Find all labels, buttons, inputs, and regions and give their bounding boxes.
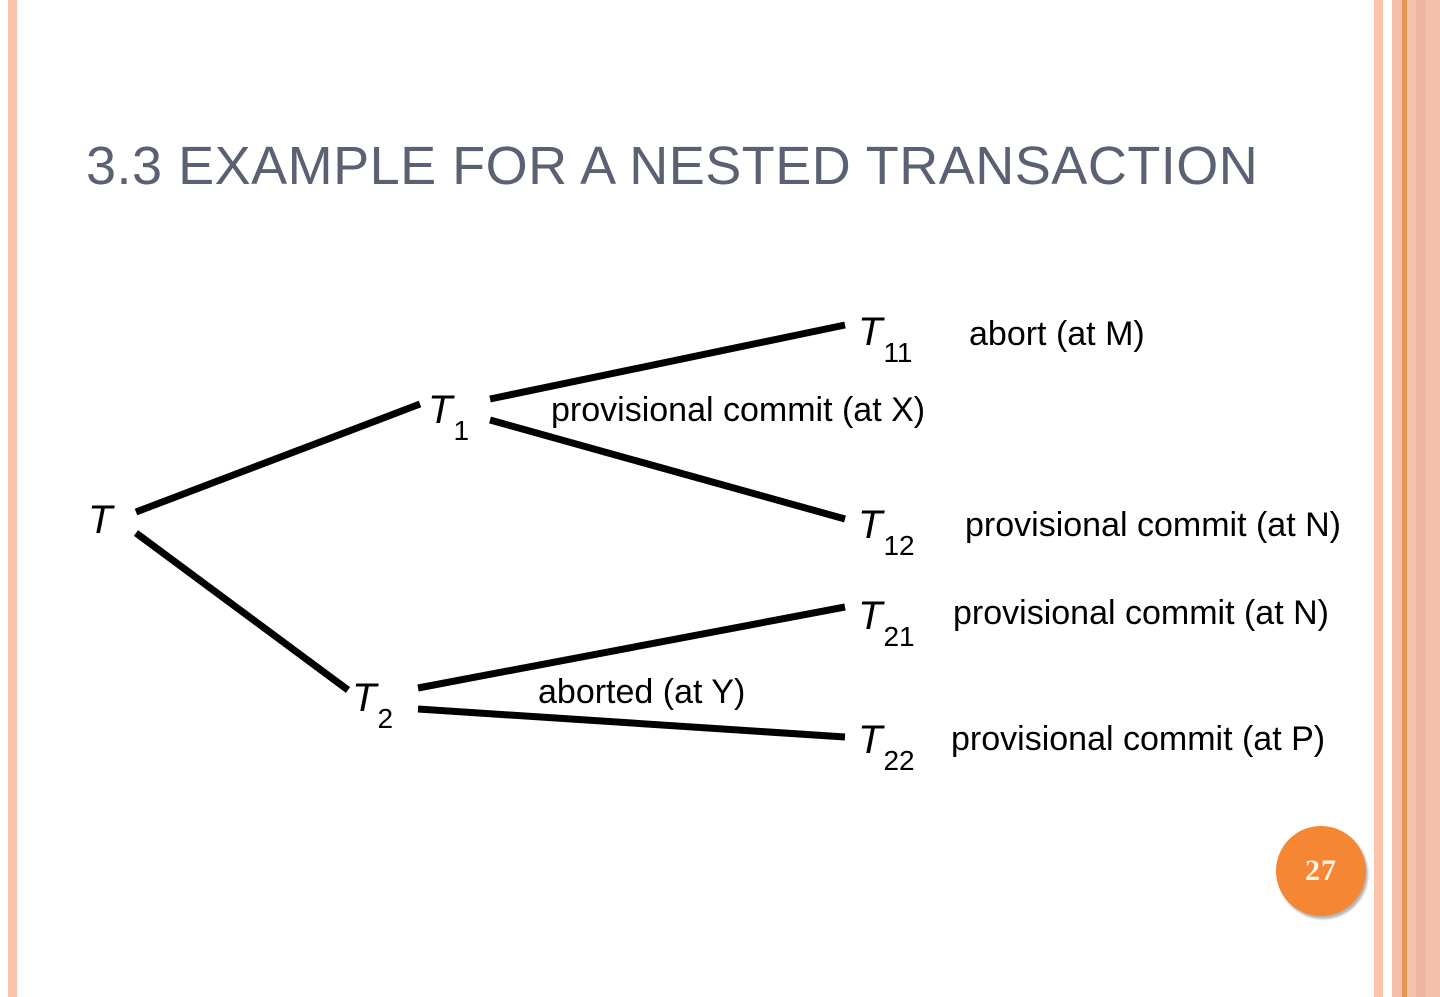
edge-t2-to-t22: [417, 705, 846, 741]
node-t1-base: T: [428, 388, 453, 432]
state-label-t12: provisional commit (at N): [965, 506, 1341, 544]
node-t12-subscript: 12: [883, 530, 915, 561]
node-t22-base: T: [858, 718, 883, 762]
page-title: 3.3 EXAMPLE FOR A NESTED TRANSACTION: [86, 136, 1259, 196]
edge-t-to-t1: [134, 400, 422, 516]
node-t21-subscript: 21: [883, 621, 915, 652]
node-t2-subscript: 2: [377, 703, 394, 734]
node-label-t2: T2: [352, 676, 394, 734]
node-label-t22: T22: [858, 718, 915, 776]
node-t11-base: T: [858, 310, 883, 354]
node-t12-base: T: [858, 503, 883, 547]
right-band-orange-stripe: [1402, 0, 1407, 997]
right-thin-accent-bar: [1374, 0, 1383, 997]
right-band-shade-three: [1426, 0, 1440, 997]
node-label-t1: T1: [428, 388, 470, 446]
node-t-base: T: [88, 498, 113, 542]
node-label-t21: T21: [858, 594, 915, 652]
node-t11-subscript: 11: [883, 337, 913, 368]
page-number-badge: 27: [1276, 826, 1366, 916]
node-label-t: T: [88, 500, 112, 540]
state-label-t1: provisional commit (at X): [551, 391, 926, 429]
edge-t-to-t2: [133, 530, 351, 693]
node-t2-base: T: [352, 676, 377, 720]
edge-t2-to-t21: [417, 603, 846, 692]
node-t21-base: T: [858, 594, 883, 638]
right-band-shade-two: [1416, 0, 1426, 997]
node-label-t12: T12: [858, 503, 915, 561]
right-band-light-stripe: [1392, 0, 1402, 997]
state-label-t21: provisional commit (at N): [953, 594, 1329, 632]
state-label-t2: aborted (at Y): [538, 673, 746, 711]
page-number-text: 27: [1305, 854, 1337, 887]
state-label-t11: abort (at M): [969, 315, 1145, 353]
node-label-t11: T11: [858, 310, 913, 368]
node-t22-subscript: 22: [883, 745, 915, 776]
edge-t1-to-t12: [489, 416, 846, 523]
state-label-t22: provisional commit (at P): [951, 720, 1326, 758]
node-t1-subscript: 1: [453, 415, 470, 446]
right-band-shade-one: [1407, 0, 1416, 997]
edge-t1-to-t11: [489, 321, 846, 403]
left-accent-bar: [8, 0, 17, 997]
